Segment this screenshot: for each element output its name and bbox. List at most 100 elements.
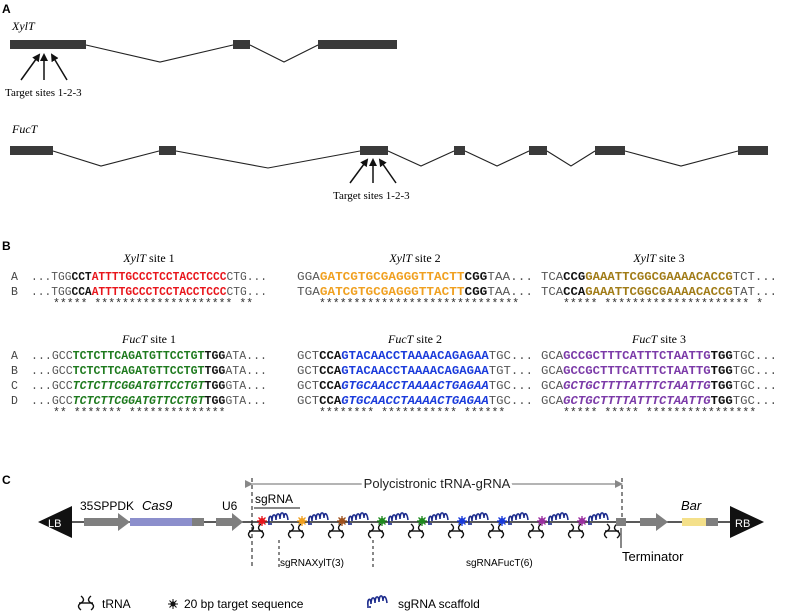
aligned-sequence: ...TGGCCAATTTTGCCCTCCTACCTCCCCTG... (31, 286, 267, 299)
xylt-exon-1 (10, 40, 86, 49)
bar-cds (682, 518, 706, 526)
legend-scaffold-label: sgRNA scaffold (398, 597, 480, 611)
target-sequence-marker (457, 516, 467, 526)
promoter-label: 35SPPDK (80, 499, 134, 513)
xylt-intron-1 (85, 44, 234, 63)
fuct-gene-model (10, 146, 768, 184)
site-title: FucT site 3 (631, 332, 686, 346)
fuct-exon-4 (454, 146, 465, 155)
conservation-stars: ***************************** (319, 298, 519, 311)
legend-target-label: 20 bp target sequence (184, 597, 304, 611)
trna-unit (327, 523, 345, 539)
sequence-row-label: A (11, 271, 18, 284)
sequence-row-label: C (11, 380, 18, 393)
target-sequence-marker (257, 516, 267, 526)
sgrna-xylt-label: sgRNAXylT(3) (280, 558, 344, 569)
fuct-target-label: Target sites 1-2-3 (333, 190, 410, 202)
lb-border (38, 506, 72, 538)
legend-trna-label: tRNA (102, 597, 131, 611)
rb-label: RB (735, 518, 750, 530)
target-sequence-marker (577, 516, 587, 526)
fuct-exon-7 (738, 146, 768, 155)
cas9-cds (130, 518, 192, 526)
trna-unit (407, 523, 425, 539)
xylt-exon-3 (318, 40, 397, 49)
legend: tRNA 20 bp target sequence sgRNA scaffol… (77, 595, 480, 611)
fuct-exon-6 (595, 146, 625, 155)
conservation-stars: ***** ********************* * (563, 298, 763, 311)
trna-unit (527, 523, 545, 539)
sgrna-fuct-label: sgRNAFucT(6) (466, 558, 533, 569)
fuct-exon-3 (360, 146, 388, 155)
xylt-intron-2 (249, 44, 319, 63)
fuct-gene-title: FucT (11, 122, 39, 136)
target-sequence-marker (537, 516, 547, 526)
trna-unit (287, 523, 305, 539)
trna-unit (367, 523, 385, 539)
bar-promoter-arrow (656, 513, 668, 531)
lb-label: LB (48, 518, 61, 530)
panel-b-label: B (2, 239, 11, 253)
trna-unit (447, 523, 465, 539)
site-title: FucT site 2 (387, 332, 442, 346)
rb-border (730, 506, 764, 538)
bar-label: Bar (681, 498, 702, 513)
site-title: XylT site 1 (122, 251, 174, 265)
target-sequence-marker (497, 516, 507, 526)
sequence-row-label: B (11, 365, 18, 378)
trna-unit (603, 523, 621, 539)
xylt-target-label: Target sites 1-2-3 (5, 87, 82, 99)
polycistronic-label: Polycistronic tRNA-gRNA (364, 476, 511, 491)
panel-c-label: C (2, 473, 11, 487)
target-sequence-marker (337, 516, 347, 526)
site-title: FucT site 1 (121, 332, 176, 346)
aligned-sequence: ...GCCTCTCTTCGGATGTTCCTGTTGGGTA... (31, 380, 267, 393)
trna-unit (567, 523, 585, 539)
legend-scaffold-icon (366, 595, 388, 608)
xylt-gene-title: XylT (11, 19, 36, 33)
trna-unit (487, 523, 505, 539)
trna-unit (247, 523, 265, 539)
sequence-row-label: D (11, 395, 18, 408)
fuct-exon-1 (10, 146, 53, 155)
sgrna-label: sgRNA (255, 492, 293, 506)
fuct-target-arrow-3 (378, 158, 397, 184)
conservation-stars: ***** ******************** ** (53, 298, 253, 311)
target-sequence-marker (417, 516, 427, 526)
fuct-exon-2 (159, 146, 176, 155)
terminator-label: Terminator (622, 549, 684, 564)
xylt-target-arrow-1 (20, 53, 41, 81)
aligned-sequence: ...GCCTCTCTTCAGATGTTCCTGTTGGATA... (31, 365, 267, 378)
u6-promoter-arrow (232, 513, 243, 531)
conservation-stars: ** ******* ************** (53, 407, 226, 420)
cas9-label: Cas9 (142, 498, 172, 513)
vector-construct: Polycistronic tRNA-gRNA LB RB 35SPPDK Ca… (38, 473, 764, 569)
legend-trna-icon (77, 595, 95, 611)
site-title: XylT site 3 (632, 251, 684, 265)
u6-label: U6 (222, 499, 238, 513)
conservation-stars: ******** *********** ****** (319, 407, 505, 420)
aligned-sequence: ...TGGCCTATTTTGCCCTCCTACCTCCCCTG... (31, 271, 267, 284)
conservation-stars: ***** ***** **************** (563, 407, 756, 420)
xylt-gene-model (10, 40, 397, 81)
promoter-35sppdk-arrow (118, 513, 130, 531)
bar-terminator (706, 518, 718, 526)
trna-grna-array (247, 512, 621, 539)
target-sequence-marker (377, 516, 387, 526)
array-terminator (616, 518, 626, 526)
aligned-sequence: ...GCCTCTCTTCAGATGTTCCTGTTGGATA... (31, 350, 267, 363)
panel-a-label: A (2, 2, 11, 16)
